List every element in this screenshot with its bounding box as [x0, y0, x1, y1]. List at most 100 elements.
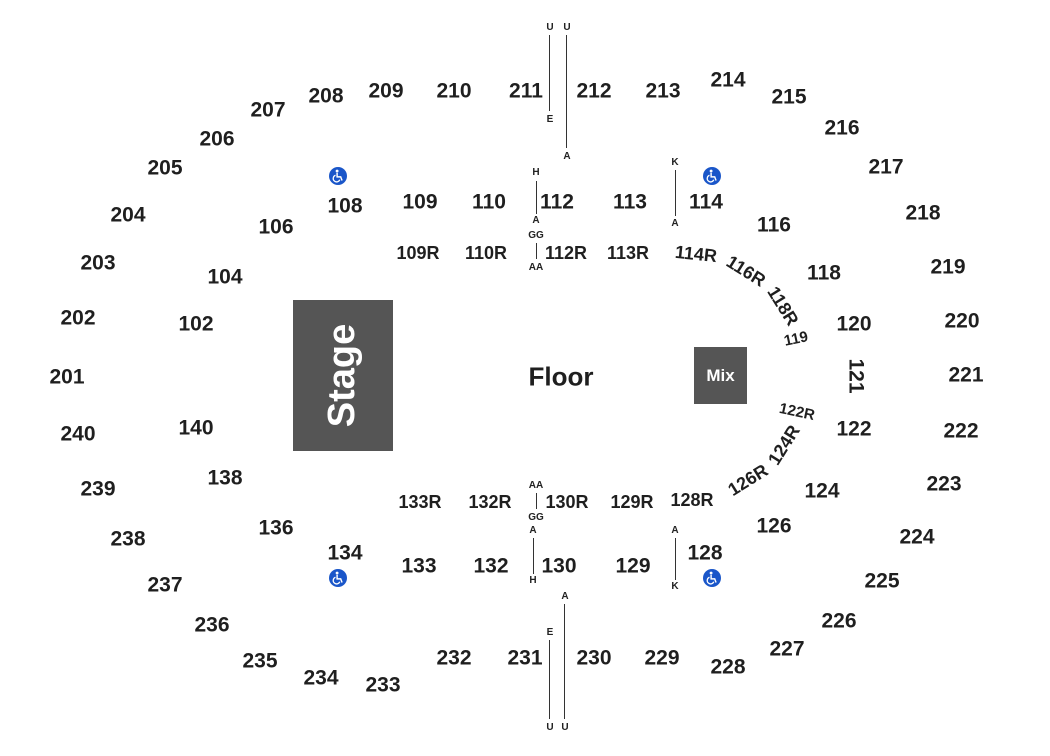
- section-126r[interactable]: 126R: [724, 460, 772, 500]
- section-235[interactable]: 235: [242, 649, 278, 673]
- section-226[interactable]: 226: [821, 609, 857, 633]
- section-220[interactable]: 220: [944, 309, 980, 333]
- section-133[interactable]: 133: [401, 554, 437, 578]
- section-206[interactable]: 206: [199, 127, 235, 151]
- section-110[interactable]: 110: [472, 190, 506, 214]
- section-208[interactable]: 208: [308, 84, 344, 108]
- row-marker: H: [529, 575, 537, 586]
- section-201[interactable]: 201: [49, 365, 85, 389]
- row-marker: A: [671, 218, 679, 229]
- section-210[interactable]: 210: [436, 79, 472, 103]
- section-116[interactable]: 116: [757, 213, 791, 237]
- section-136[interactable]: 136: [258, 516, 294, 540]
- section-203[interactable]: 203: [80, 251, 116, 275]
- section-140[interactable]: 140: [178, 416, 214, 440]
- section-204[interactable]: 204: [110, 203, 146, 227]
- section-215[interactable]: 215: [771, 85, 807, 109]
- section-132r[interactable]: 132R: [468, 492, 512, 512]
- row-marker: K: [671, 581, 679, 592]
- row-marker: E: [546, 114, 554, 125]
- section-106[interactable]: 106: [258, 215, 294, 239]
- section-126[interactable]: 126: [756, 514, 792, 538]
- aisle-divider: [549, 35, 550, 111]
- section-129r[interactable]: 129R: [610, 492, 654, 512]
- section-118[interactable]: 118: [807, 261, 841, 285]
- section-130[interactable]: 130: [541, 554, 577, 578]
- section-233[interactable]: 233: [365, 673, 401, 697]
- section-116r[interactable]: 116R: [722, 251, 770, 291]
- section-112[interactable]: 112: [540, 190, 574, 214]
- section-222[interactable]: 222: [943, 419, 979, 443]
- section-124r[interactable]: 124R: [764, 421, 804, 469]
- row-marker: U: [546, 722, 554, 733]
- section-113[interactable]: 113: [613, 190, 647, 214]
- row-marker: A: [529, 525, 537, 536]
- aisle-divider: [549, 640, 550, 719]
- section-133r[interactable]: 133R: [398, 492, 442, 512]
- section-216[interactable]: 216: [824, 116, 860, 140]
- mix-position: Mix: [694, 347, 747, 404]
- section-209[interactable]: 209: [368, 79, 404, 103]
- section-213[interactable]: 213: [645, 79, 681, 103]
- section-231[interactable]: 231: [507, 646, 543, 670]
- section-221[interactable]: 221: [948, 363, 984, 387]
- section-129[interactable]: 129: [615, 554, 651, 578]
- section-124[interactable]: 124: [804, 479, 840, 503]
- section-132[interactable]: 132: [473, 554, 509, 578]
- section-122[interactable]: 122: [836, 417, 872, 441]
- section-130r[interactable]: 130R: [545, 492, 589, 512]
- section-109[interactable]: 109: [402, 190, 438, 214]
- wheelchair-icon: [703, 167, 721, 185]
- section-219[interactable]: 219: [930, 255, 966, 279]
- section-236[interactable]: 236: [194, 613, 230, 637]
- section-232[interactable]: 232: [436, 646, 472, 670]
- row-marker: U: [563, 22, 571, 33]
- section-218[interactable]: 218: [905, 201, 941, 225]
- section-224[interactable]: 224: [899, 525, 935, 549]
- section-112r[interactable]: 112R: [544, 243, 588, 263]
- section-108[interactable]: 108: [327, 194, 363, 218]
- row-marker: AA: [528, 262, 544, 273]
- section-138[interactable]: 138: [207, 466, 243, 490]
- aisle-divider: [675, 170, 676, 216]
- section-238[interactable]: 238: [110, 527, 146, 551]
- section-134[interactable]: 134: [327, 541, 363, 565]
- aisle-divider: [566, 35, 567, 148]
- section-202[interactable]: 202: [60, 306, 96, 330]
- section-212[interactable]: 212: [576, 79, 612, 103]
- section-234[interactable]: 234: [303, 666, 339, 690]
- section-237[interactable]: 237: [147, 573, 183, 597]
- section-120[interactable]: 120: [836, 312, 872, 336]
- section-223[interactable]: 223: [926, 472, 962, 496]
- section-102[interactable]: 102: [178, 312, 214, 336]
- section-225[interactable]: 225: [864, 569, 900, 593]
- section-109r[interactable]: 109R: [396, 243, 440, 263]
- row-marker: GG: [528, 512, 544, 523]
- section-104[interactable]: 104: [207, 265, 243, 289]
- section-121[interactable]: 121: [844, 358, 868, 394]
- section-122r[interactable]: 122R: [777, 399, 817, 425]
- section-114r[interactable]: 114R: [674, 241, 718, 267]
- section-119[interactable]: 119: [782, 328, 810, 350]
- stage[interactable]: Stage: [293, 300, 393, 451]
- floor-section[interactable]: Floor: [528, 361, 594, 392]
- section-128[interactable]: 128: [687, 541, 723, 565]
- section-228[interactable]: 228: [710, 655, 746, 679]
- section-113r[interactable]: 113R: [606, 243, 650, 263]
- section-110r[interactable]: 110R: [464, 243, 508, 263]
- row-marker: K: [671, 157, 679, 168]
- section-205[interactable]: 205: [147, 156, 183, 180]
- section-240[interactable]: 240: [60, 422, 96, 446]
- section-214[interactable]: 214: [710, 68, 746, 92]
- section-230[interactable]: 230: [576, 646, 612, 670]
- section-114[interactable]: 114: [689, 190, 723, 214]
- section-207[interactable]: 207: [250, 98, 286, 122]
- section-227[interactable]: 227: [769, 637, 805, 661]
- section-211[interactable]: 211: [509, 79, 543, 103]
- section-128r[interactable]: 128R: [670, 490, 714, 510]
- section-239[interactable]: 239: [80, 477, 116, 501]
- row-marker: AA: [528, 480, 544, 491]
- section-118r[interactable]: 118R: [763, 282, 803, 330]
- section-217[interactable]: 217: [868, 155, 904, 179]
- section-229[interactable]: 229: [644, 646, 680, 670]
